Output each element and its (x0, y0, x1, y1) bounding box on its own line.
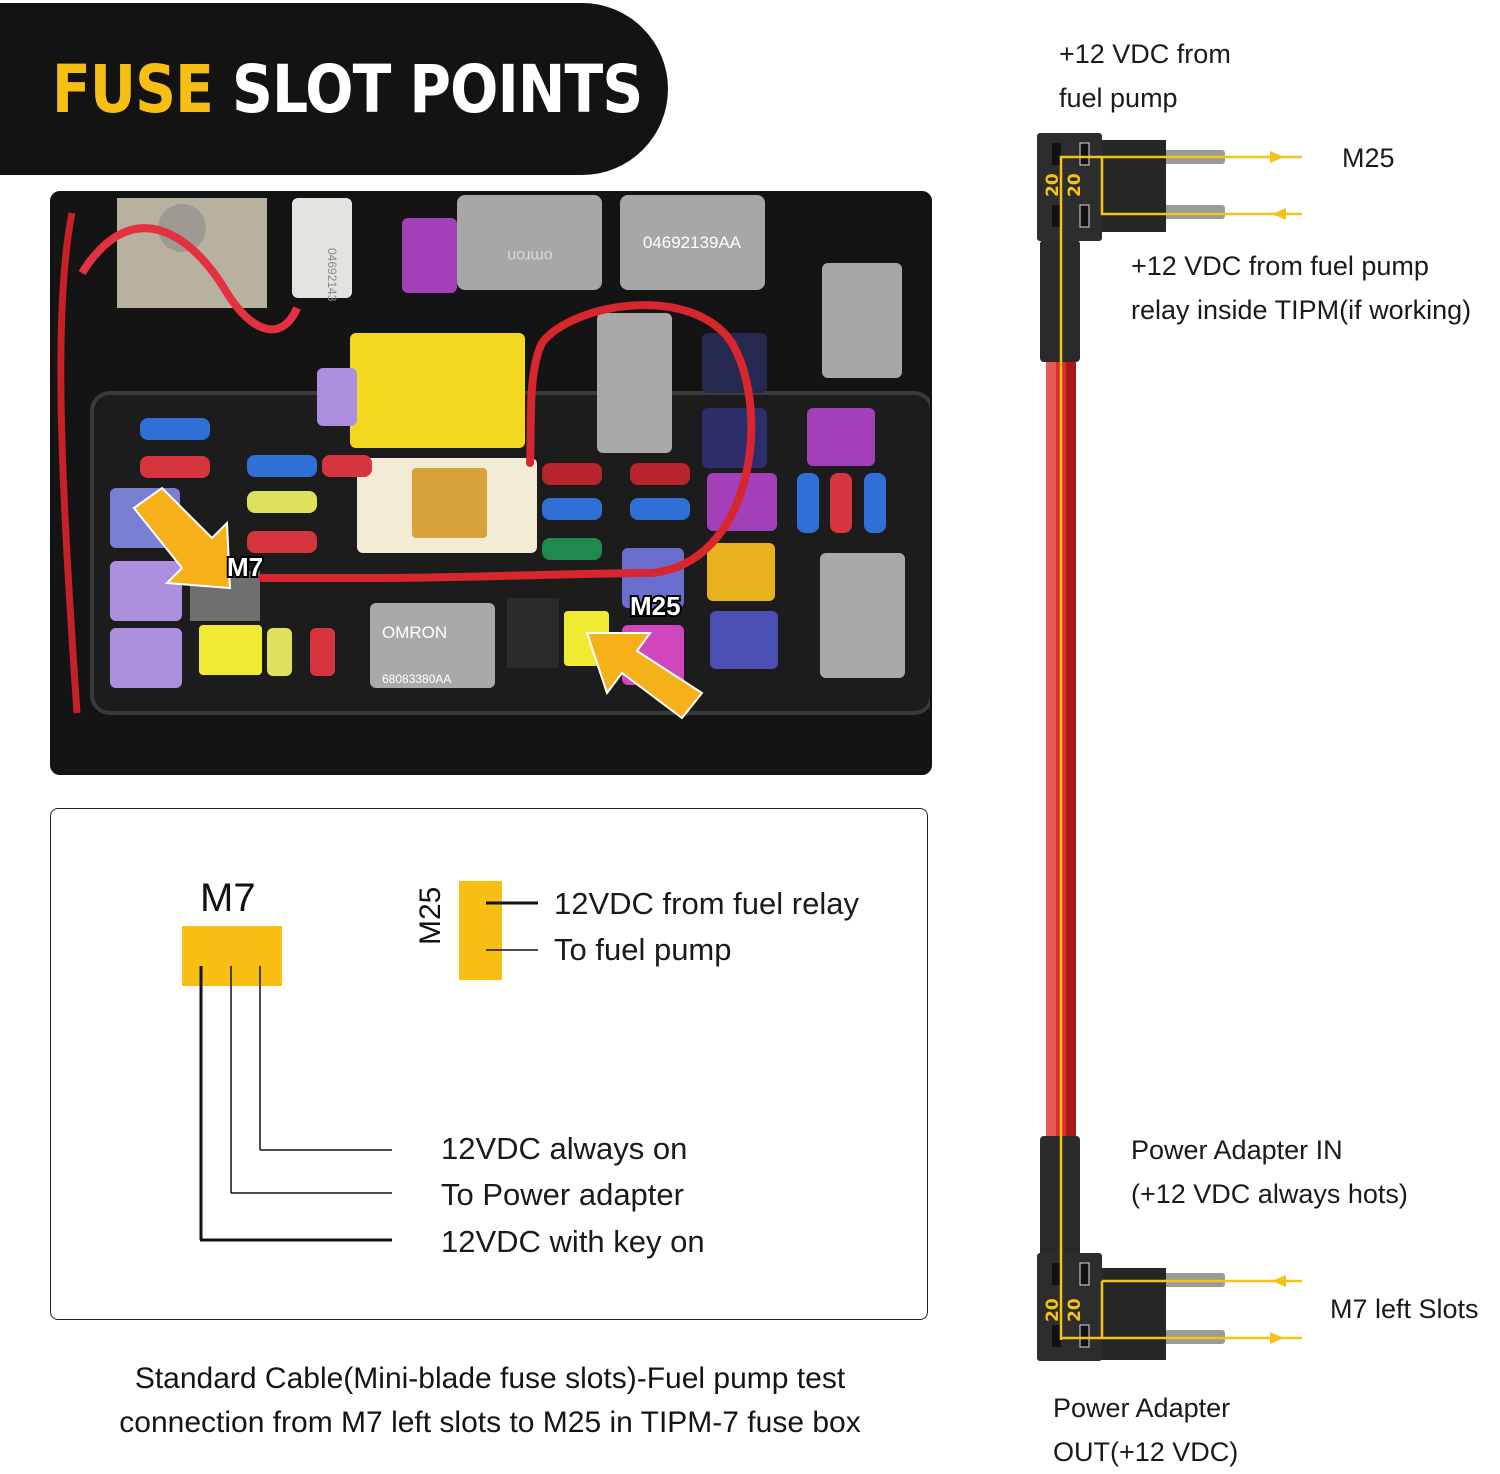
fuse-10 (542, 463, 602, 485)
maxi-fuse-dark (702, 333, 767, 393)
m25-desc-relay: 12VDC from fuel relay (554, 886, 859, 921)
m25-label: M25 (414, 886, 447, 945)
relay-bottom (370, 603, 495, 688)
arrow-left-icon (1272, 208, 1286, 220)
maxi-fuse-blue (622, 548, 684, 608)
fuse-box-illustration: 04692143 omron 04692139AA (52, 193, 930, 773)
feed-wire (57, 212, 81, 714)
m25-fuse-block (459, 881, 502, 980)
relay-top-mid-label: 04692139AA (643, 233, 742, 252)
fuse-10 (140, 456, 210, 478)
cable-top-slot-label: M25 (1342, 143, 1395, 173)
m7-label: M7 (200, 876, 256, 920)
relay-top-left (457, 195, 602, 290)
page-title: FUSE SLOT POINTS (52, 50, 643, 130)
bottom-fuse-rating-b: 20 (1065, 1298, 1085, 1322)
title-rest: SLOT POINTS (231, 51, 643, 128)
m7-arrow-icon (132, 486, 232, 590)
caption: Standard Cable(Mini-blade fuse slots)-Fu… (50, 1357, 930, 1445)
title-banner (0, 3, 668, 175)
fuse-15 (542, 498, 602, 520)
cable-bottom-slot-label: M7 left Slots (1330, 1294, 1479, 1324)
cable-top-desc-line-1: +12 VDC from fuel pump (1131, 251, 1429, 281)
fuse-15 (797, 473, 819, 533)
maxi-fuse-25 (110, 628, 182, 688)
maxi-fuse-30 (707, 473, 777, 531)
fuse-15 (630, 498, 690, 520)
cable-bottom-in: Power Adapter IN (+12 VDC always hots) (1131, 1128, 1408, 1216)
m7-callout: M7 (227, 552, 263, 582)
side-relay-label: 04692143 (325, 248, 339, 302)
side-relay (292, 198, 352, 298)
fuse-box-photo: 04692143 omron 04692139AA (50, 191, 932, 775)
m7-fuse-block (182, 926, 282, 986)
maxi-fuse-25 (317, 368, 357, 426)
fuse-15 (864, 473, 886, 533)
relay-bottom-part: 68083380AA (382, 672, 451, 686)
maxi-fuse-30 (402, 218, 457, 293)
jcase-fuse-yellow (350, 333, 525, 448)
cable-top-desc-line-2: relay inside TIPM(if working) (1131, 295, 1472, 325)
maxi-fuse-25 (110, 561, 182, 621)
relay-bottom-brand: OMRON (382, 623, 447, 642)
fuse-10 (830, 473, 852, 533)
m25-callout: M25 (630, 591, 681, 621)
fuse-10 (630, 463, 690, 485)
bottom-fuse-tap-adapter (1037, 1253, 1225, 1361)
title-highlight: FUSE (52, 51, 214, 128)
cable-bottom-out: Power Adapter OUT(+12 VDC) (1053, 1386, 1238, 1474)
jcase-fuse-60 (412, 468, 487, 538)
m25-desc-pump: To fuel pump (554, 932, 732, 967)
m7-desc-power-adapter: To Power adapter (441, 1177, 684, 1212)
m25-tap-adapter (507, 598, 559, 668)
relay-top-mid (620, 195, 765, 290)
cable-top-title-line-1: +12 VDC from (1059, 39, 1231, 69)
cable-bottom-in-line-1: Power Adapter IN (1131, 1135, 1343, 1165)
caption-line-1: Standard Cable(Mini-blade fuse slots)-Fu… (134, 1362, 846, 1395)
top-fuse-rating-b: 20 (1065, 173, 1085, 197)
fuse-20 (267, 628, 292, 676)
m7-slot-fuse (199, 625, 262, 675)
cable-bottom-in-line-2: (+12 VDC always hots) (1131, 1179, 1408, 1209)
bottom-fuse-rating-a: 20 (1043, 1298, 1063, 1322)
relay-top-right (822, 263, 902, 378)
relay-top-left-label: omron (507, 247, 552, 264)
jumper-wire (258, 301, 756, 582)
relay-center (597, 313, 672, 453)
fuse-15 (140, 418, 210, 440)
caption-line-2: connection from M7 left slots to M25 in … (119, 1406, 861, 1439)
maxi-fuse-30 (807, 408, 875, 466)
arrow-right-icon (1270, 151, 1284, 163)
fuse-20 (247, 491, 317, 513)
fuse-15 (247, 455, 317, 477)
m7-desc-key-on: 12VDC with key on (441, 1224, 705, 1259)
relay-bottom-right (820, 553, 905, 678)
arrow-right-icon (1270, 1332, 1284, 1344)
m25-arrow-icon (585, 632, 704, 720)
cable-top-title-line-2: fuel pump (1059, 83, 1178, 113)
fuse-10 (310, 628, 335, 676)
cable-bottom-out-line-1: Power Adapter (1053, 1393, 1231, 1423)
arrow-left-icon (1272, 1275, 1286, 1287)
fuse-10 (247, 531, 317, 553)
cable-top-title: +12 VDC from fuel pump (1059, 32, 1231, 120)
fuse-30 (542, 538, 602, 560)
fuse-10 (322, 455, 372, 477)
terminal-bolt (158, 204, 206, 252)
cable-top-desc: +12 VDC from fuel pump relay inside TIPM… (1131, 244, 1471, 332)
battery-wire (78, 224, 301, 334)
circuit-trace (1059, 155, 1302, 1340)
top-fuse-rating-a: 20 (1043, 173, 1063, 197)
maxi-fuse-40 (710, 611, 778, 669)
cable-bottom-out-line-2: OUT(+12 VDC) (1053, 1437, 1239, 1467)
m7-desc-always-on: 12VDC always on (441, 1131, 688, 1166)
maxi-fuse-60 (707, 543, 775, 601)
top-fuse-tap-adapter (1037, 133, 1225, 241)
